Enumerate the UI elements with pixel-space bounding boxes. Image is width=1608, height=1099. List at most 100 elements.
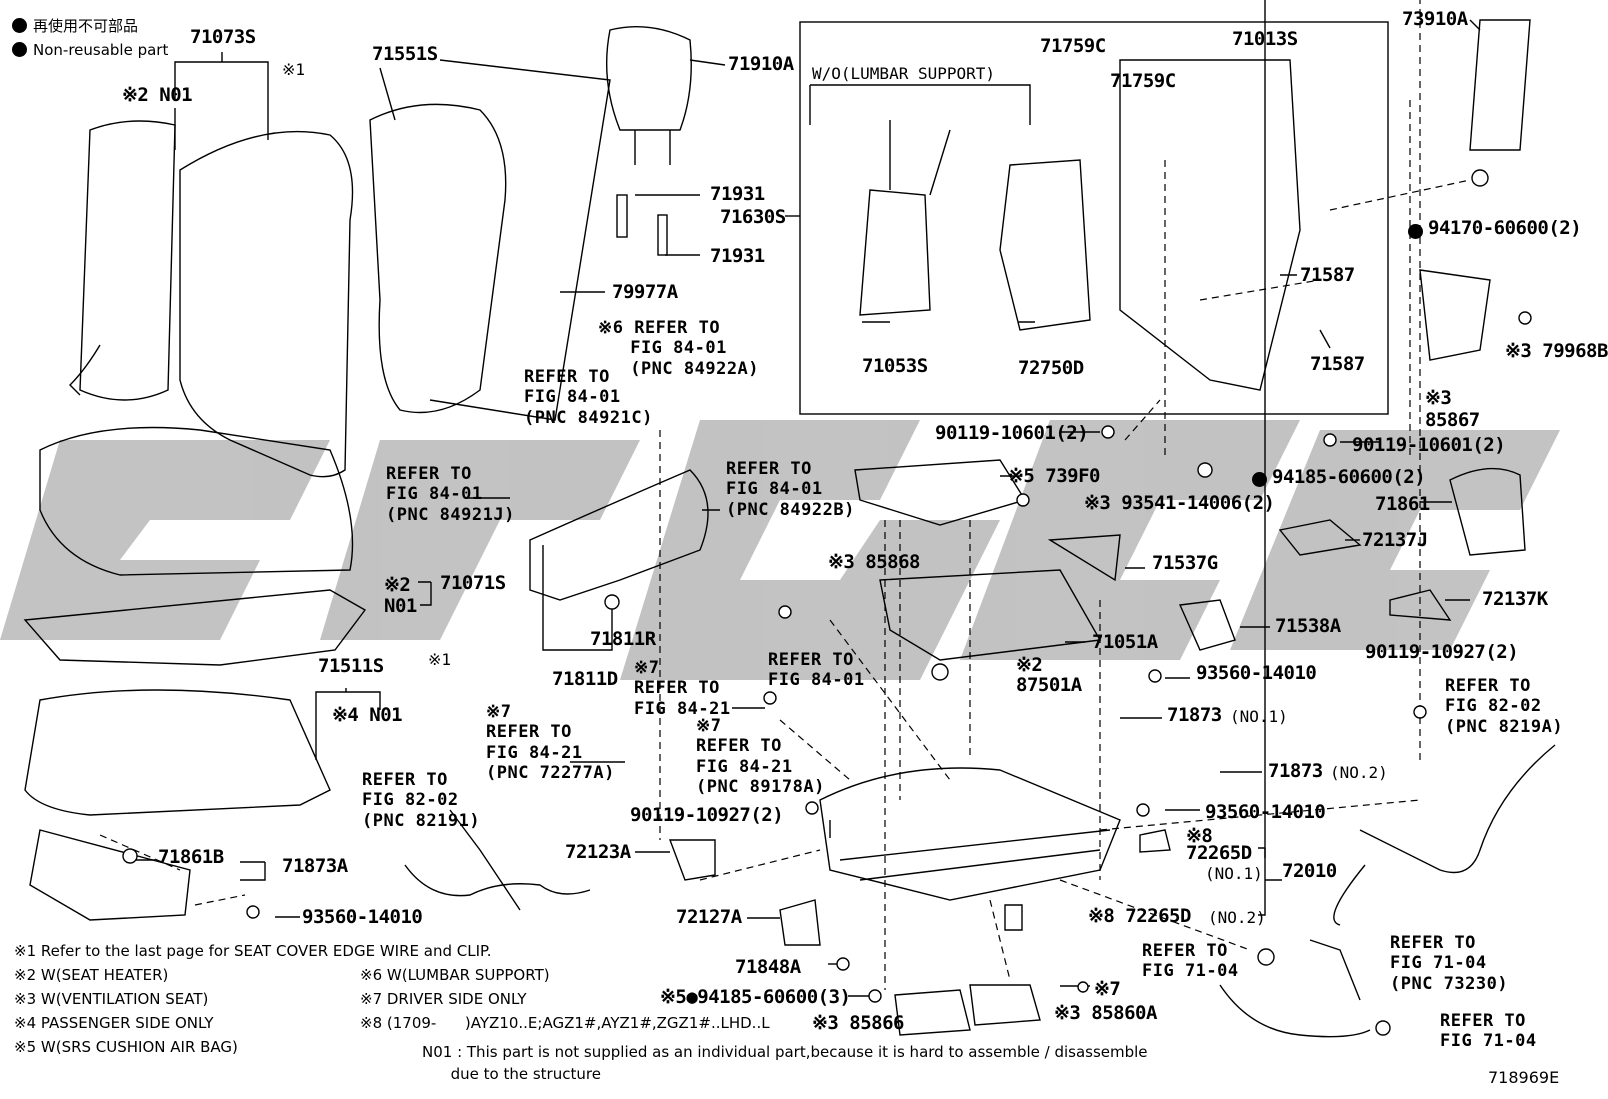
- part-label[interactable]: 71073S: [190, 26, 256, 48]
- reference-link[interactable]: ※7 REFER TO FIG 84-21 (PNC 89178A): [696, 716, 825, 798]
- legend-jp-text: 再使用不可部品: [33, 17, 139, 35]
- part-label[interactable]: 71811D: [552, 668, 618, 690]
- part-label[interactable]: ※1: [282, 60, 306, 79]
- reference-link[interactable]: REFER TO FIG 84-01 (PNC 84922B): [726, 459, 855, 520]
- seatback-pad: [79, 120, 176, 401]
- part-label[interactable]: ※5●94185-60600(3): [660, 986, 851, 1008]
- part-label[interactable]: ※2 N01: [122, 84, 193, 106]
- part-label[interactable]: 71071S: [440, 572, 506, 594]
- part-label[interactable]: ※3 85866: [812, 1012, 905, 1034]
- part-label[interactable]: 90119-10927(2): [630, 804, 784, 826]
- seatback-frame: [1119, 59, 1301, 391]
- bolt-icon: [1077, 981, 1089, 993]
- reference-link[interactable]: REFER TO FIG 84-01: [768, 650, 865, 691]
- part-label[interactable]: ※8 72265D: [1088, 905, 1191, 927]
- bolt-icon: [778, 605, 792, 619]
- part-label[interactable]: 93560-14010: [1205, 801, 1326, 823]
- footnote: ※1 Refer to the last page for SEAT COVER…: [14, 942, 492, 960]
- part-label[interactable]: (NO.1): [1230, 707, 1288, 726]
- part-label[interactable]: 93560-14010: [302, 906, 423, 928]
- part-label[interactable]: ※8 72265D: [1186, 825, 1252, 865]
- part-label[interactable]: 71931: [710, 183, 765, 205]
- part-label[interactable]: 93560-14010: [1196, 662, 1317, 684]
- part-label[interactable]: 71053S: [862, 355, 928, 377]
- part-label[interactable]: 90119-10601(2): [935, 422, 1089, 444]
- part-label[interactable]: ※7: [1094, 978, 1121, 1000]
- part-label[interactable]: 90119-10927(2): [1365, 641, 1519, 663]
- part-label[interactable]: 71587: [1300, 264, 1355, 286]
- reference-link[interactable]: ※7 REFER TO FIG 84-21 (PNC 72277A): [486, 702, 615, 784]
- part-label[interactable]: 72137K: [1482, 588, 1548, 610]
- footnote: ※2 W(SEAT HEATER): [14, 966, 169, 984]
- bolt-icon: [1413, 705, 1427, 719]
- part-label[interactable]: 71873A: [282, 855, 348, 877]
- bolt-icon: [1148, 669, 1162, 683]
- footnote: ※6 W(LUMBAR SUPPORT): [360, 966, 550, 984]
- part-label[interactable]: ※5 739F0: [1008, 465, 1101, 487]
- part-label[interactable]: 71587: [1310, 353, 1365, 375]
- part-label[interactable]: ※4 N01: [332, 704, 403, 726]
- part-label[interactable]: 71848A: [735, 956, 801, 978]
- part-label[interactable]: 71811R: [590, 628, 656, 650]
- footnote: ※8 (1709- )AYZ10..E;AGZ1#,AYZ1#,ZGZ1#..L…: [360, 1014, 770, 1032]
- reference-link[interactable]: REFER TO FIG 82-02 (PNC 8219A): [1445, 676, 1564, 737]
- part-label[interactable]: 71931: [710, 245, 765, 267]
- seatback-frame-cover: [369, 103, 507, 414]
- part-label[interactable]: 71538A: [1275, 615, 1341, 637]
- part-label[interactable]: 71013S: [1232, 28, 1298, 50]
- reference-link[interactable]: REFER TO FIG 84-01 (PNC 84921J): [386, 464, 515, 525]
- part-label[interactable]: 71630S: [720, 206, 786, 228]
- part-label[interactable]: ※3 85860A: [1054, 1002, 1157, 1024]
- bolt-icon: [805, 801, 819, 815]
- airbag-module: [1469, 19, 1531, 151]
- side-cover-bracket: [1178, 599, 1236, 651]
- reference-link[interactable]: ※7 REFER TO FIG 84-21: [634, 658, 731, 719]
- part-label[interactable]: (NO.2): [1208, 908, 1266, 927]
- part-label[interactable]: ※3 85868: [828, 551, 921, 573]
- part-label[interactable]: 72123A: [565, 841, 631, 863]
- wire-harness-82191: [404, 864, 591, 897]
- part-label[interactable]: 71861B: [158, 846, 224, 868]
- part-label[interactable]: ※2 87501A: [1016, 654, 1082, 696]
- reference-link[interactable]: REFER TO FIG 82-02 (PNC 82191): [362, 770, 481, 831]
- reference-link[interactable]: REFER TO FIG 71-04: [1142, 941, 1239, 982]
- part-label[interactable]: (NO.1): [1205, 864, 1263, 883]
- filled-dot-icon: [1408, 224, 1423, 239]
- part-label[interactable]: 73910A: [1402, 8, 1468, 30]
- part-label[interactable]: 72750D: [1018, 357, 1084, 379]
- part-label[interactable]: ※3 79968B: [1505, 340, 1608, 362]
- part-label[interactable]: (NO.2): [1330, 763, 1388, 782]
- part-label[interactable]: 71537G: [1152, 552, 1218, 574]
- part-label[interactable]: ※1: [428, 650, 452, 669]
- part-label[interactable]: 79977A: [612, 281, 678, 303]
- part-label[interactable]: ※3 93541-14006(2): [1084, 492, 1275, 514]
- wire-harness-8219A: [1359, 744, 1556, 874]
- filled-dot-icon: [12, 18, 27, 33]
- part-label[interactable]: 90119-10601(2): [1352, 434, 1506, 456]
- part-label[interactable]: 71759C: [1110, 70, 1176, 92]
- part-label[interactable]: 72127A: [676, 906, 742, 928]
- part-label[interactable]: 71759C: [1040, 35, 1106, 57]
- reference-link[interactable]: REFER TO FIG 84-01 (PNC 84921C): [524, 367, 653, 428]
- legend-jp: 再使用不可部品: [12, 18, 138, 34]
- part-label[interactable]: 71511S: [318, 655, 384, 677]
- part-label[interactable]: 71551S: [372, 43, 438, 65]
- part-label[interactable]: 71873: [1268, 760, 1323, 782]
- part-label[interactable]: 94185-60600(2): [1272, 466, 1426, 488]
- lumbar-adjuster: [999, 159, 1091, 331]
- part-label[interactable]: 71873: [1167, 704, 1222, 726]
- part-label[interactable]: 72010: [1282, 860, 1337, 882]
- part-label[interactable]: 94170-60600(2): [1428, 217, 1582, 239]
- part-label[interactable]: 71910A: [728, 53, 794, 75]
- seat-track-cover-k: [1389, 589, 1452, 621]
- part-label[interactable]: ※3 85867: [1425, 387, 1480, 431]
- part-label[interactable]: ※2 N01: [384, 574, 417, 617]
- reference-link[interactable]: REFER TO FIG 71-04 (PNC 73230): [1390, 933, 1509, 994]
- part-label[interactable]: 72137J: [1362, 529, 1428, 551]
- knob-cover: [1449, 467, 1526, 556]
- reference-link[interactable]: ※6 REFER TO FIG 84-01 (PNC 84922A): [598, 318, 760, 379]
- part-label[interactable]: 71051A: [1092, 631, 1158, 653]
- part-label[interactable]: 71861: [1375, 493, 1430, 515]
- reference-link[interactable]: REFER TO FIG 71-04: [1440, 1011, 1537, 1052]
- bolt-icon: [246, 905, 260, 919]
